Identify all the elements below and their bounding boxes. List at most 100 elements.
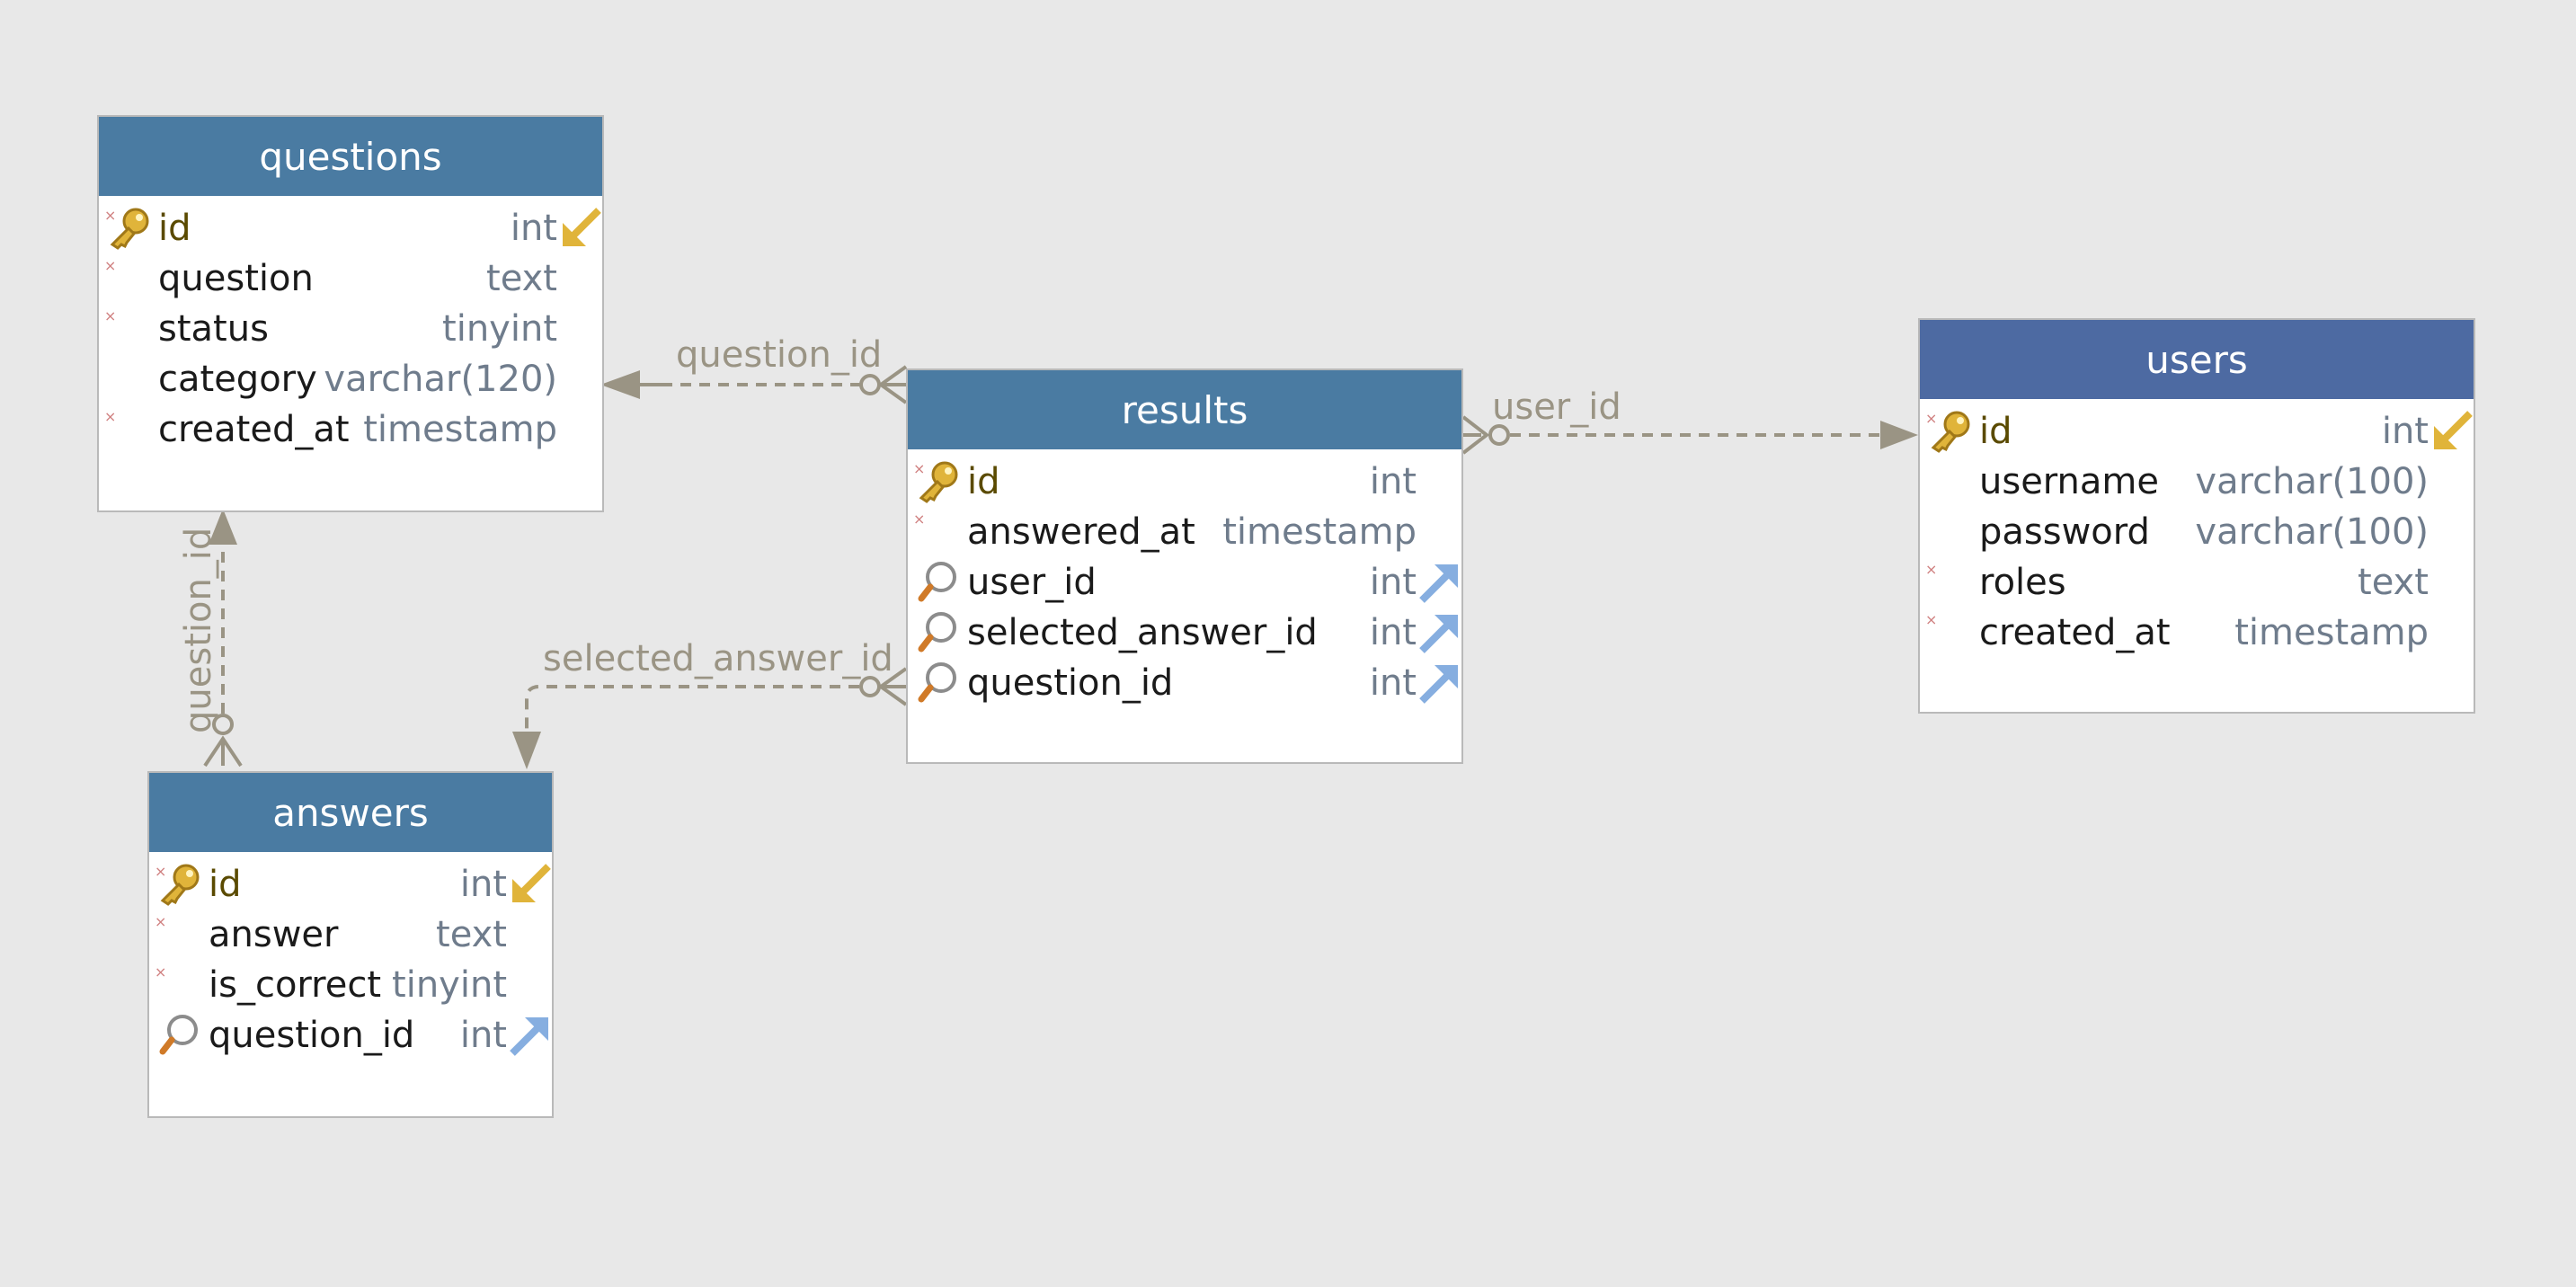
column-type: int [1369, 461, 1417, 502]
required-marker: × [104, 408, 117, 425]
primary-key-icon [1920, 410, 1979, 453]
column-type: varchar(100) [2195, 461, 2429, 502]
column-name: created_at [158, 409, 350, 450]
column-row-id[interactable]: × id int [908, 457, 1461, 507]
column-name: selected_answer_id [967, 612, 1318, 653]
column-name: question_id [209, 1015, 415, 1056]
column-type: int [1369, 612, 1417, 653]
column-name: status [158, 308, 269, 350]
relation-label-selected-answer-id: selected_answer_id [543, 638, 893, 679]
primary-key-icon [908, 460, 967, 503]
required-marker: × [1925, 410, 1938, 427]
column-name: id [158, 208, 191, 249]
required-marker: × [155, 863, 167, 880]
primary-key-icon [149, 863, 209, 906]
column-type: varchar(100) [2195, 511, 2429, 553]
column-type: tinyint [442, 308, 557, 350]
column-type: text [2358, 562, 2429, 603]
required-marker: × [104, 257, 117, 274]
required-marker: × [913, 460, 926, 477]
column-name: question [158, 258, 314, 299]
column-name: user_id [967, 562, 1097, 603]
foreign-key-icon [908, 660, 967, 706]
relation-label-user-id: user_id [1492, 386, 1621, 428]
column-row-username[interactable]: username varchar(100) [1920, 457, 2474, 507]
column-name: roles [1979, 562, 2066, 603]
table-title: questions [259, 134, 442, 179]
required-marker: × [155, 913, 167, 930]
pk-arrow-icon [509, 863, 552, 906]
column-type: int [459, 1015, 507, 1056]
column-row-answer[interactable]: × answer text [149, 910, 552, 960]
required-marker: × [913, 510, 926, 528]
required-marker: × [104, 207, 117, 224]
column-row-user-id[interactable]: user_id int [908, 557, 1461, 608]
column-name: question_id [967, 662, 1174, 704]
table-header: answers [149, 773, 552, 852]
table-header: results [908, 370, 1461, 449]
pk-arrow-icon [2430, 410, 2474, 453]
column-type: timestamp [363, 409, 557, 450]
column-type: text [436, 914, 507, 955]
required-marker: × [104, 307, 117, 324]
column-row-id[interactable]: × id int [1920, 406, 2474, 457]
required-marker: × [1925, 611, 1938, 628]
fk-arrow-icon [1418, 561, 1461, 604]
column-name: id [209, 864, 242, 905]
table-header: questions [99, 117, 602, 196]
column-name: answer [209, 914, 339, 955]
primary-key-icon [99, 207, 158, 250]
column-row-password[interactable]: password varchar(100) [1920, 507, 2474, 557]
foreign-key-icon [908, 609, 967, 656]
relation-results-users[interactable]: user_id [1461, 386, 1918, 455]
column-row-question[interactable]: × question text [99, 253, 602, 304]
table-header: users [1920, 320, 2474, 399]
relation-results-questions[interactable]: question_id [600, 334, 908, 404]
foreign-key-icon [149, 1012, 209, 1059]
column-type: text [486, 258, 557, 299]
column-name: created_at [1979, 612, 2171, 653]
column-type: varchar(120) [324, 359, 557, 400]
fk-arrow-icon [1418, 611, 1461, 654]
column-type: int [2381, 411, 2429, 452]
column-type: int [1369, 562, 1417, 603]
table-title: answers [272, 790, 429, 835]
table-columns: × id int username varchar(100) password varcha… [1920, 399, 2474, 658]
column-row-selected-answer-id[interactable]: selected_answer_id int [908, 608, 1461, 658]
column-name: id [1979, 411, 2012, 452]
column-name: answered_at [967, 511, 1195, 553]
column-row-question-id[interactable]: question_id int [908, 658, 1461, 708]
foreign-key-icon [908, 559, 967, 606]
column-row-roles[interactable]: × roles text [1920, 557, 2474, 608]
relation-answers-questions[interactable]: question_id [178, 509, 243, 768]
table-title: users [2145, 337, 2248, 382]
required-marker: × [155, 963, 167, 981]
relation-label-question-id: question_id [676, 334, 882, 376]
table-title: results [1121, 387, 1248, 432]
relation-label-question-id-vertical: question_id [178, 528, 219, 733]
required-marker: × [1925, 561, 1938, 578]
column-name: password [1979, 511, 2150, 553]
column-name: username [1979, 461, 2159, 502]
column-row-created-at[interactable]: × created_at timestamp [99, 404, 602, 455]
column-name: id [967, 461, 1000, 502]
column-name: category [158, 359, 317, 400]
column-row-status[interactable]: × status tinyint [99, 304, 602, 354]
column-type: int [1369, 662, 1417, 704]
relation-results-answers[interactable]: selected_answer_id [512, 638, 908, 769]
column-row-question-id[interactable]: question_id int [149, 1010, 552, 1061]
